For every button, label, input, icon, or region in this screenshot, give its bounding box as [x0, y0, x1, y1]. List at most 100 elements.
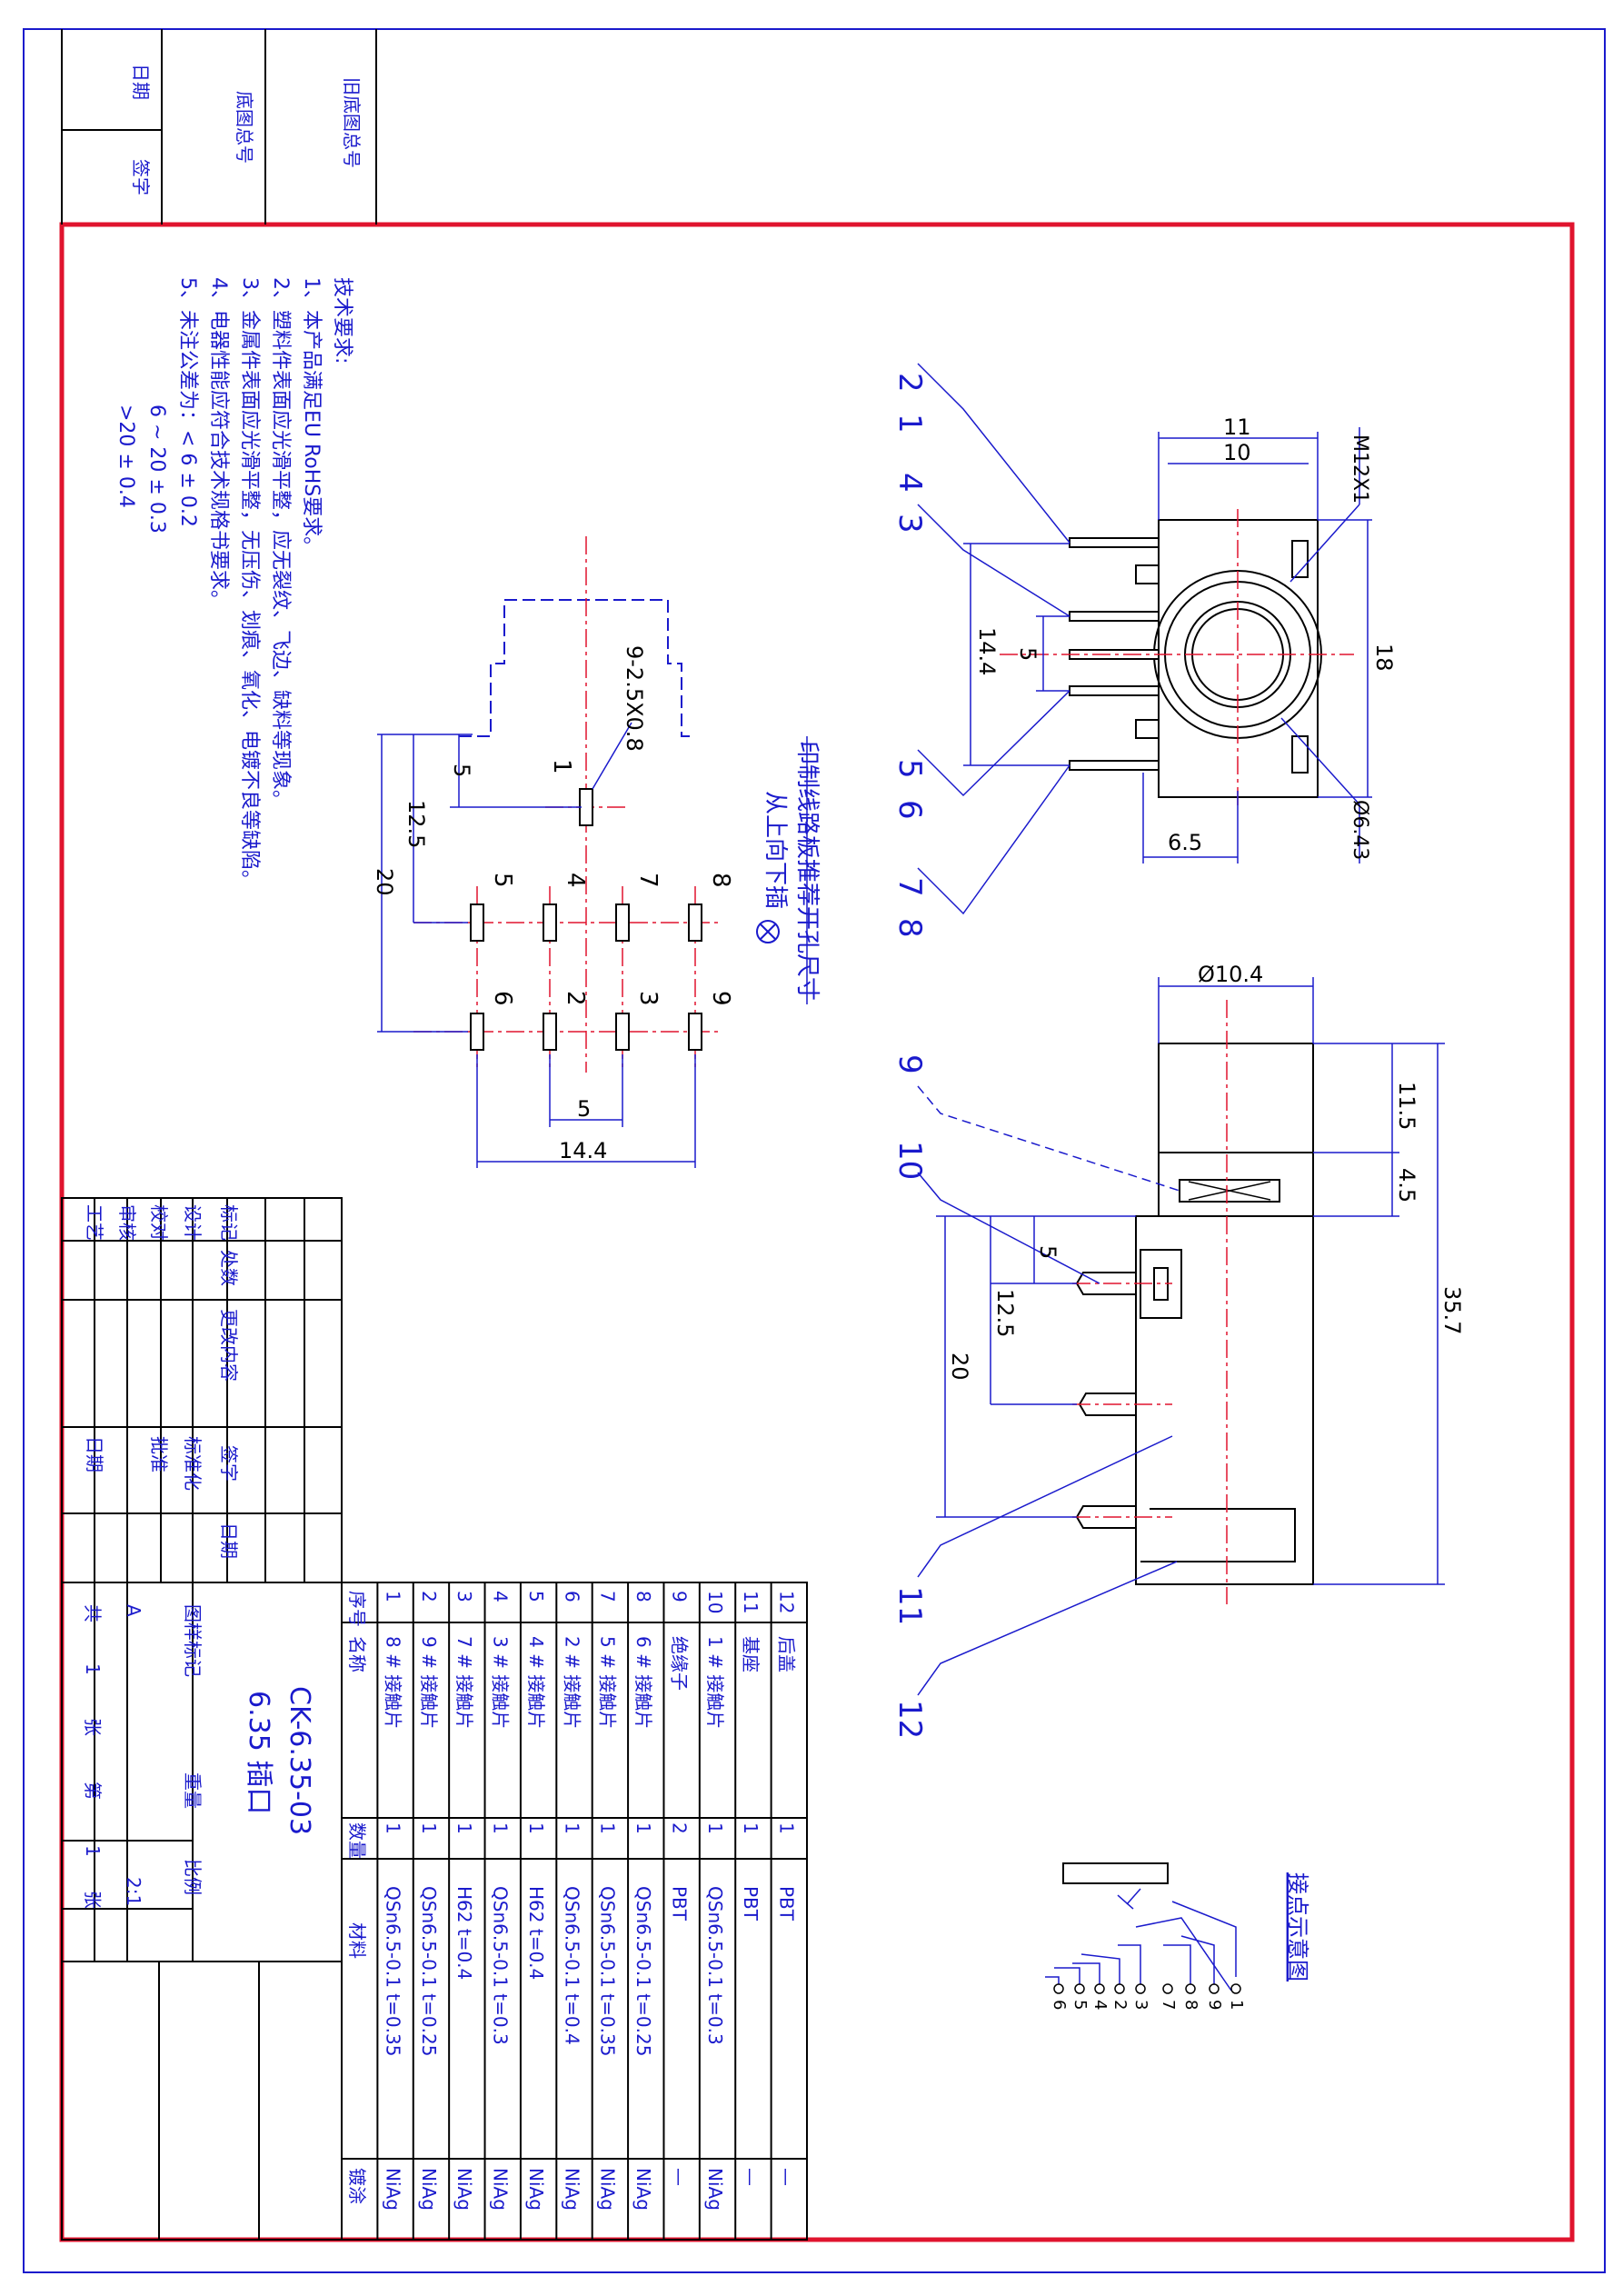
bom-cell: 1	[453, 1822, 475, 1834]
pcb-pin-top-1: 5	[489, 873, 516, 888]
contact-pin-3: 3	[1131, 2000, 1150, 2010]
contact-pin-1: 1	[1227, 2000, 1246, 2010]
side-dim-4-5: 4.5	[1394, 1168, 1419, 1203]
pcb-hole-5	[470, 903, 484, 942]
contact-pin-6: 6	[1050, 2000, 1069, 2010]
bom-cell: 1	[525, 1822, 547, 1834]
approval-process: 工艺	[84, 1204, 105, 1241]
bom-cell: 5	[525, 1591, 547, 1602]
bom-cell: 8	[632, 1591, 654, 1602]
front-dim-11: 11	[1223, 414, 1251, 440]
pcb-hole-2	[543, 1013, 557, 1051]
front-balloon-4: 4	[891, 473, 928, 493]
sheets-total-label: 共	[82, 1604, 104, 1622]
bom-cell: 6	[561, 1591, 582, 1602]
bom-cell: 11	[740, 1591, 762, 1613]
bom-cell: QSn6.5-0.1 t=0.3	[490, 1886, 512, 2045]
bom-table	[341, 1582, 808, 2241]
side-dim-11-5: 11.5	[1394, 1082, 1419, 1130]
contact-pin-5: 5	[1070, 2000, 1090, 2010]
change-label-count: 处数	[218, 1250, 240, 1286]
pcb-dim-5-top: 5	[449, 764, 474, 777]
approval-design: 设计	[182, 1204, 204, 1241]
bom-cell: 基座	[740, 1636, 762, 1672]
sheets-nth-unit: 张	[82, 1891, 104, 1909]
front-balloon-2: 2	[891, 373, 928, 393]
bom-cell: 3 # 接触片	[490, 1636, 512, 1729]
bom-cell: H62 t=0.4	[525, 1886, 547, 1980]
bom-cell: 2	[418, 1591, 440, 1602]
change-label-sign: 签字	[218, 1445, 240, 1482]
front-dim-dia-6-43: Ø6.43	[1349, 800, 1371, 860]
side-balloon-11: 11	[891, 1586, 928, 1625]
contact-pin-7: 7	[1159, 2000, 1178, 2010]
sheets-total: 1	[82, 1663, 104, 1675]
pcb-hole-spec: 9-2.5X0.8	[622, 645, 647, 752]
side-dim-dia-10-4: Ø10.4	[1198, 962, 1263, 987]
pcb-hole-1	[579, 788, 593, 826]
sample-mark-value: A	[123, 1604, 144, 1617]
tech-requirements: 技术要求: 1、本产品满足EU RoHS要求。 2、塑料件表面应光滑平整，应无裂…	[115, 277, 353, 890]
bom-cell: 1	[382, 1591, 403, 1602]
pcb-hole-3	[615, 1013, 630, 1051]
scale-label: 比例	[182, 1859, 204, 1895]
side-dim-12-5: 12.5	[992, 1289, 1018, 1337]
pcb-sub-caption: 从上向下插	[762, 791, 789, 909]
weight-label: 重量	[182, 1772, 204, 1809]
insert-direction-symbol	[756, 920, 780, 943]
bom-cell: 1	[597, 1822, 619, 1834]
bom-cell: NiAg	[382, 2168, 403, 2211]
approval-check: 校对	[148, 1204, 170, 1241]
bom-cell: 1	[740, 1822, 762, 1834]
bom-cell: NiAg	[597, 2168, 619, 2211]
contact-title: 接点示意图	[1285, 1872, 1310, 1982]
bom-cell: 后盖	[776, 1636, 798, 1672]
pcb-pin-top-3: 7	[634, 873, 662, 888]
bom-cell: H62 t=0.4	[453, 1886, 475, 1980]
bom-cell: PBT	[668, 1886, 690, 1922]
bom-cell: NiAg	[704, 2168, 726, 2211]
pcb-hole-6	[470, 1013, 484, 1051]
bom-cell: 3	[453, 1591, 475, 1602]
contact-pin-9: 9	[1205, 2000, 1224, 2010]
bom-cell: QSn6.5-0.1 t=0.35	[382, 1886, 403, 2056]
bom-rows	[376, 1582, 772, 2240]
front-pin-3	[1069, 611, 1160, 622]
bom-cell: 绝缘子	[668, 1636, 690, 1691]
scale-value: 2:1	[123, 1877, 144, 1906]
pcb-outline	[459, 599, 695, 737]
date-label: 日期	[130, 64, 152, 100]
front-balloon-7: 7	[891, 877, 928, 897]
tech-req-item-4: 4、电器性能应符合技术规格书要求。	[207, 277, 230, 610]
bom-cell: 8 # 接触片	[382, 1636, 403, 1729]
bom-cell: QSn6.5-0.1 t=0.25	[418, 1886, 440, 2056]
bom-cell: 1	[418, 1822, 440, 1834]
change-block	[61, 1197, 343, 1583]
contact-pin-2: 2	[1110, 2000, 1130, 2010]
bom-cell: 5 # 接触片	[597, 1636, 619, 1729]
base-drawing-no-label: 底图总号	[234, 91, 255, 164]
pcb-pin-bottom-1: 6	[489, 991, 516, 1006]
front-dim-6-5: 6.5	[1168, 830, 1202, 855]
front-balloon-3: 3	[891, 514, 928, 534]
front-balloon-8: 8	[891, 918, 928, 938]
pcb-pin-1: 1	[548, 759, 575, 774]
bom-cell: 7 # 接触片	[453, 1636, 475, 1729]
pcb-hole-8	[688, 903, 702, 942]
tech-req-heading: 技术要求:	[331, 277, 353, 364]
pcb-dim-20: 20	[372, 868, 397, 896]
approval-approve: 批准	[148, 1436, 170, 1472]
sheets-total-unit: 张	[82, 1718, 104, 1736]
bom-cell: NiAg	[525, 2168, 547, 2211]
contact-bar	[1062, 1862, 1169, 1884]
bom-header-1: 名称	[346, 1636, 368, 1672]
front-dim-10: 10	[1223, 440, 1251, 465]
front-balloon-6: 6	[891, 800, 928, 820]
front-dim-5: 5	[1015, 647, 1041, 661]
bom-cell: PBT	[740, 1886, 762, 1922]
bom-cell: 1	[561, 1822, 582, 1834]
bom-cell: 12	[776, 1591, 798, 1613]
side-dim-35-7: 35.7	[1439, 1286, 1465, 1334]
pcb-pin-bottom-2: 2	[562, 991, 589, 1006]
